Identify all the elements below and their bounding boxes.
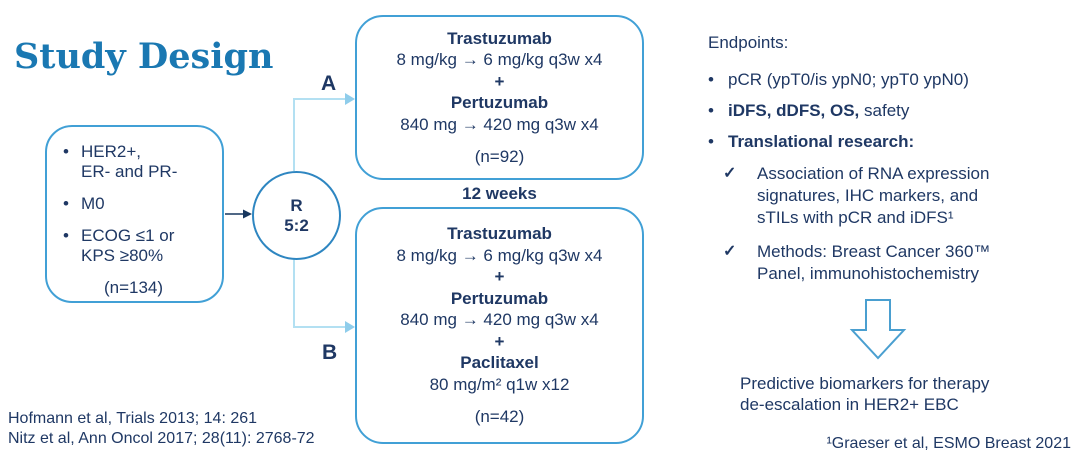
arm-b-dose: 80 mg/m² q1w x12 — [429, 374, 570, 394]
citation-line: Hofmann et al, Trials 2013; 14: 261 — [8, 410, 258, 427]
duration-label: 12 weeks — [462, 184, 537, 203]
arm-b-dose: 840 mg → 420 mg q3w x4 — [400, 310, 599, 330]
endpoint-item: pCR (ypT0/is ypN0; ypT0 ypN0) — [708, 70, 1073, 90]
arm-a-drug: Trastuzumab — [447, 28, 552, 48]
citations: Hofmann et al, Trials 2013; 14: 261 Nitz… — [8, 409, 315, 449]
eligibility-box: HER2+, ER- and PR- M0 ECOG ≤1 or KPS ≥80… — [45, 125, 224, 303]
research-item-text: Association of RNA expression signatures… — [757, 164, 990, 227]
research-item: ✓ Methods: Breast Cancer 360™ Panel, imm… — [723, 241, 1073, 285]
bullet-icon — [708, 101, 728, 121]
bullet-icon — [63, 142, 81, 182]
endpoint-item: iDFS, dDFS, OS, safety — [708, 101, 1073, 121]
arm-b-drug: Pertuzumab — [450, 288, 549, 308]
translational-research-list: ✓ Association of RNA expression signatur… — [723, 163, 1073, 297]
randomization-circle: R 5:2 — [252, 171, 341, 260]
eligibility-criterion-text: HER2+, ER- and PR- — [81, 142, 178, 181]
arm-a-dose: 8 mg/kg → 6 mg/kg q3w x4 — [396, 50, 603, 69]
arm-a-plus: + — [494, 71, 505, 91]
research-item: ✓ Association of RNA expression signatur… — [723, 163, 1073, 229]
arm-b-dose: 8 mg/kg → 6 mg/kg q3w x4 — [396, 245, 603, 265]
research-item-text: Methods: Breast Cancer 360™ Panel, immun… — [757, 242, 991, 283]
arrowhead-arm-a-icon — [345, 93, 355, 105]
arm-b-plus: + — [494, 267, 505, 287]
footnote-reference: ¹Graeser et al, ESMO Breast 2021 — [826, 435, 1071, 452]
bullet-icon — [708, 132, 728, 152]
bullet-icon — [63, 194, 81, 214]
arm-a-dose: 840 mg → 420 mg q3w x4 — [400, 114, 599, 134]
eligibility-criteria-list: HER2+, ER- and PR- M0 ECOG ≤1 or KPS ≥80… — [63, 142, 214, 266]
eligibility-criterion: HER2+, ER- and PR- — [63, 142, 214, 182]
eligibility-criterion: M0 — [63, 194, 214, 214]
arrowhead-randomization-icon — [243, 209, 252, 219]
arm-b-plus: + — [494, 331, 505, 351]
endpoint-text: iDFS, dDFS, OS, safety — [728, 101, 910, 120]
checkmark-icon: ✓ — [723, 243, 737, 260]
page-title: Study Design — [14, 36, 274, 77]
arm-b-label: B — [322, 341, 338, 364]
arm-b-drug: Paclitaxel — [460, 353, 539, 373]
arm-a-box: Trastuzumab 8 mg/kg → 6 mg/kg q3w x4 + P… — [355, 15, 644, 180]
endpoint-item: Translational research: — [708, 132, 1073, 152]
connector-to-arm-b — [293, 259, 346, 328]
bullet-icon — [63, 226, 81, 266]
arm-a-label: A — [321, 72, 337, 95]
endpoint-text: Translational research: — [728, 132, 915, 151]
enrollment-count: (n=134) — [103, 278, 164, 297]
bullet-icon — [708, 70, 728, 90]
randomization-letter: R — [290, 195, 303, 215]
arrowhead-arm-b-icon — [345, 321, 355, 333]
arm-a-drug: Pertuzumab — [450, 93, 549, 112]
arm-b-drug: Trastuzumab — [447, 224, 552, 244]
checkmark-icon: ✓ — [723, 165, 737, 182]
eligibility-criterion-text: M0 — [81, 194, 105, 213]
down-arrow-icon — [849, 299, 907, 360]
arm-b-box: Trastuzumab 8 mg/kg → 6 mg/kg q3w x4 + P… — [355, 207, 644, 444]
endpoint-text: pCR (ypT0/is ypN0; ypT0 ypN0) — [728, 70, 969, 89]
arm-a-count: (n=92) — [474, 147, 525, 166]
arm-b-count: (n=42) — [474, 407, 525, 427]
endpoints-heading: Endpoints: — [708, 33, 789, 52]
conclusion-text: Predictive biomarkers for therapy de-esc… — [740, 374, 990, 414]
randomization-ratio: 5:2 — [284, 215, 309, 235]
citation-line: Nitz et al, Ann Oncol 2017; 28(11): 2768… — [8, 430, 315, 447]
eligibility-criterion: ECOG ≤1 or KPS ≥80% — [63, 226, 214, 266]
eligibility-criterion-text: ECOG ≤1 or KPS ≥80% — [81, 226, 175, 265]
connector-to-arm-a — [293, 98, 346, 171]
endpoints-section: Endpoints: pCR (ypT0/is ypN0; ypT0 ypN0)… — [708, 33, 1073, 163]
